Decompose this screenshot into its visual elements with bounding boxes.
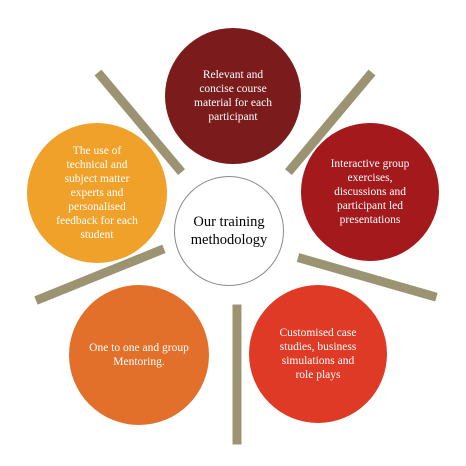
node-case-studies-label: Customised case studies, business simula… [279,327,357,381]
node-case-studies: Customised case studies, business simula… [249,285,387,423]
node-mentoring: One to one and group Mentoring. [69,285,209,425]
node-mentoring-label: One to one and group Mentoring. [89,342,189,368]
center-label: Our training methodology [190,214,268,248]
node-course-material: Relevant and concise course material for… [165,28,301,164]
divider-bottom [232,304,242,445]
node-interactive-group: Interactive group exercises, discussions… [301,123,439,261]
node-course-material-label: Relevant and concise course material for… [194,69,272,123]
node-experts-feedback: The use of technical and subject matter … [27,123,167,263]
center-circle: Our training methodology [174,176,284,286]
node-interactive-group-label: Interactive group exercises, discussions… [330,158,410,226]
node-experts-feedback-label: The use of technical and subject matter … [56,145,138,241]
